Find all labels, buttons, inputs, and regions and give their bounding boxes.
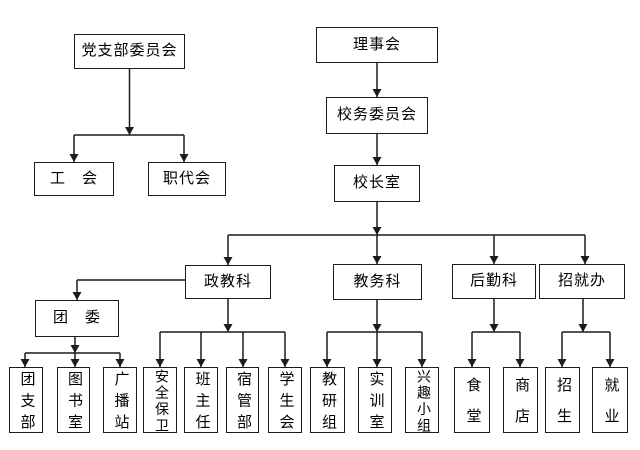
org-box-canteen: 食堂 [454, 367, 490, 433]
arrowhead-down-icon [125, 127, 134, 135]
org-box-label: 广播站 [112, 371, 129, 429]
org-box-label: 食堂 [464, 377, 481, 423]
arrowhead-down-icon [515, 359, 525, 367]
arrowhead-down-icon [72, 292, 82, 300]
org-box-label: 团 委 [52, 310, 101, 326]
org-box-security-office: 安全保卫 [143, 367, 177, 433]
arrowhead-down-icon [155, 359, 165, 367]
org-box-board-of-directors: 理事会 [316, 27, 438, 63]
arrowhead-down-icon [580, 256, 590, 264]
arrowhead-down-icon [196, 359, 206, 367]
arrowhead-down-icon [417, 359, 427, 367]
org-box-political-education-section: 政教科 [185, 265, 271, 299]
arrowhead-down-icon [115, 359, 125, 367]
arrowhead-down-icon [179, 154, 189, 162]
org-box-label: 安全保卫 [153, 368, 168, 432]
arrowhead-down-icon [372, 324, 382, 332]
org-box-label: 学生会 [277, 371, 294, 429]
org-box-enrollment: 招生 [545, 367, 580, 433]
arrowhead-down-icon [238, 359, 248, 367]
org-box-label: 班主任 [193, 371, 210, 429]
arrowhead-down-icon [223, 257, 233, 265]
arrowhead-down-icon [372, 89, 382, 97]
arrowhead-down-icon [372, 359, 382, 367]
org-box-label: 教研组 [320, 371, 336, 429]
org-box-label: 图书室 [66, 371, 82, 429]
arrowhead-down-icon [467, 359, 477, 367]
org-box-class-teachers: 班主任 [184, 367, 218, 433]
org-box-label: 兴趣小组 [415, 368, 430, 432]
org-box-label: 后勤科 [469, 273, 518, 289]
arrowhead-down-icon [20, 359, 30, 367]
org-box-label: 职代会 [162, 170, 211, 187]
arrowhead-down-icon [557, 359, 567, 367]
arrowhead-down-icon [372, 256, 382, 264]
org-box-label: 理事会 [352, 36, 401, 53]
org-box-label: 校长室 [352, 175, 401, 191]
arrowhead-down-icon [372, 157, 382, 165]
org-box-label: 招就办 [557, 273, 606, 289]
org-box-admissions-employment-office: 招就办 [539, 264, 625, 299]
org-box-labor-union: 工 会 [34, 162, 114, 196]
org-box-training-room: 实训室 [358, 367, 392, 433]
arrowhead-down-icon [69, 154, 79, 162]
org-box-dorm-management: 宿管部 [226, 367, 259, 433]
org-box-label: 校务委员会 [336, 107, 417, 123]
org-box-employment: 就业 [592, 367, 628, 433]
org-box-shop: 商店 [503, 367, 538, 433]
arrowhead-down-icon [578, 324, 588, 332]
org-box-label: 政教科 [203, 273, 252, 290]
org-box-label: 商店 [513, 377, 529, 423]
org-box-label: 就业 [602, 377, 619, 423]
org-box-principal-office: 校长室 [334, 165, 420, 202]
org-box-party-branch-committee: 党支部委员会 [74, 34, 185, 69]
org-box-label: 招生 [555, 377, 571, 423]
org-box-broadcast-station: 广播站 [103, 367, 137, 433]
org-box-student-union: 学生会 [268, 367, 302, 433]
org-box-teaching-research-group: 教研组 [310, 367, 345, 433]
org-box-workers-congress: 职代会 [148, 162, 226, 196]
arrowhead-down-icon [489, 324, 499, 332]
arrowhead-down-icon [70, 345, 80, 353]
org-box-label: 团支部 [18, 371, 35, 429]
org-box-school-affairs-committee: 校务委员会 [326, 97, 428, 134]
org-box-youth-league-committee: 团 委 [35, 300, 119, 337]
org-box-label: 实训室 [367, 371, 384, 429]
arrowhead-down-icon [489, 256, 499, 264]
arrowhead-down-icon [372, 227, 382, 235]
arrowhead-down-icon [322, 359, 332, 367]
org-box-academic-affairs-section: 教务科 [333, 264, 422, 300]
arrowhead-down-icon [223, 324, 233, 332]
arrowhead-down-icon [605, 359, 615, 367]
org-box-library: 图书室 [57, 367, 90, 433]
org-box-label: 宿管部 [235, 371, 251, 429]
org-box-interest-groups: 兴趣小组 [405, 367, 439, 433]
org-box-label: 党支部委员会 [81, 43, 178, 59]
org-box-league-branch: 团支部 [9, 367, 43, 433]
org-box-label: 教务科 [353, 273, 402, 290]
arrowhead-down-icon [280, 359, 290, 367]
org-box-label: 工 会 [49, 170, 98, 187]
org-box-logistics-section: 后勤科 [452, 264, 536, 299]
arrowhead-down-icon [70, 359, 80, 367]
